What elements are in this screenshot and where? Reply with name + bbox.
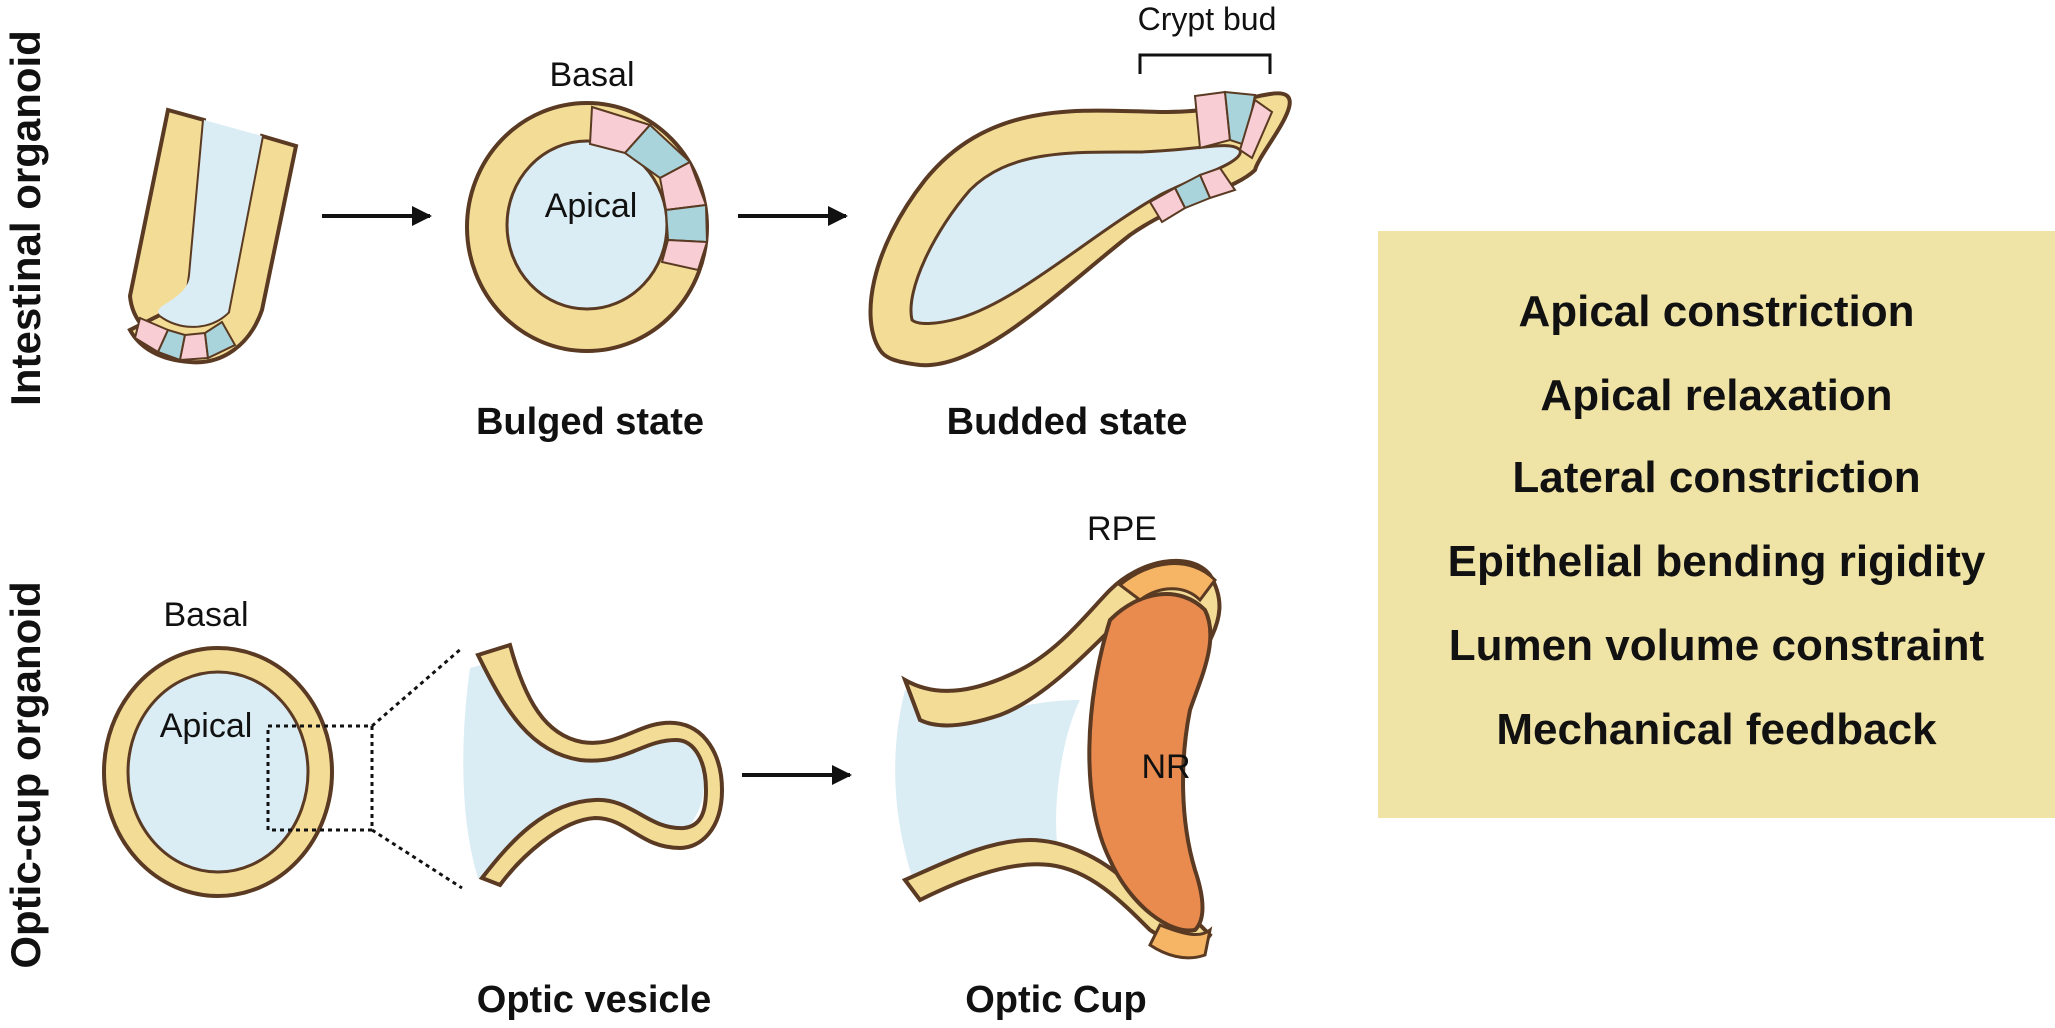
optic-vesicle-caption: Optic vesicle [477,979,711,1021]
factor-bending-rigidity: Epithelial bending rigidity [1447,537,1986,586]
factor-panel: Apical constriction Apical relaxation La… [1378,231,2055,818]
factor-mechanical-feedback: Mechanical feedback [1496,705,1937,754]
rpe-label: RPE [1087,510,1157,548]
factor-lumen-volume: Lumen volume constraint [1448,621,1985,670]
optic-cup-caption: Optic Cup [965,979,1147,1021]
bulged-apical-label: Apical [545,187,638,225]
optic-spheroid [102,646,334,898]
optic-basal-label: Basal [163,596,248,634]
factor-apical-constriction: Apical constriction [1518,287,1915,336]
crypt-bud-bracket [1138,53,1272,74]
zoom-line-top [371,646,463,728]
optic-cup [895,558,1222,960]
row-label-intestinal: Intestinal organoid [2,30,49,406]
nr-label: NR [1141,748,1190,786]
budded-state-caption: Budded state [947,401,1188,443]
budded-organoid [868,90,1292,368]
intestinal-tube [127,107,299,365]
optic-vesicle [463,642,725,888]
factor-lateral-constriction: Lateral constriction [1512,453,1921,502]
bulged-state-caption: Bulged state [476,401,704,443]
zoom-line-bottom [371,828,463,890]
optic-apical-label: Apical [160,707,253,745]
crypt-bud-label: Crypt bud [1138,1,1277,37]
factor-apical-relaxation: Apical relaxation [1540,371,1893,420]
zoom-box [266,724,374,832]
bulged-organoid [465,101,709,353]
bulged-basal-label: Basal [549,56,634,94]
row-label-optic-cup: Optic-cup organoid [2,581,49,968]
